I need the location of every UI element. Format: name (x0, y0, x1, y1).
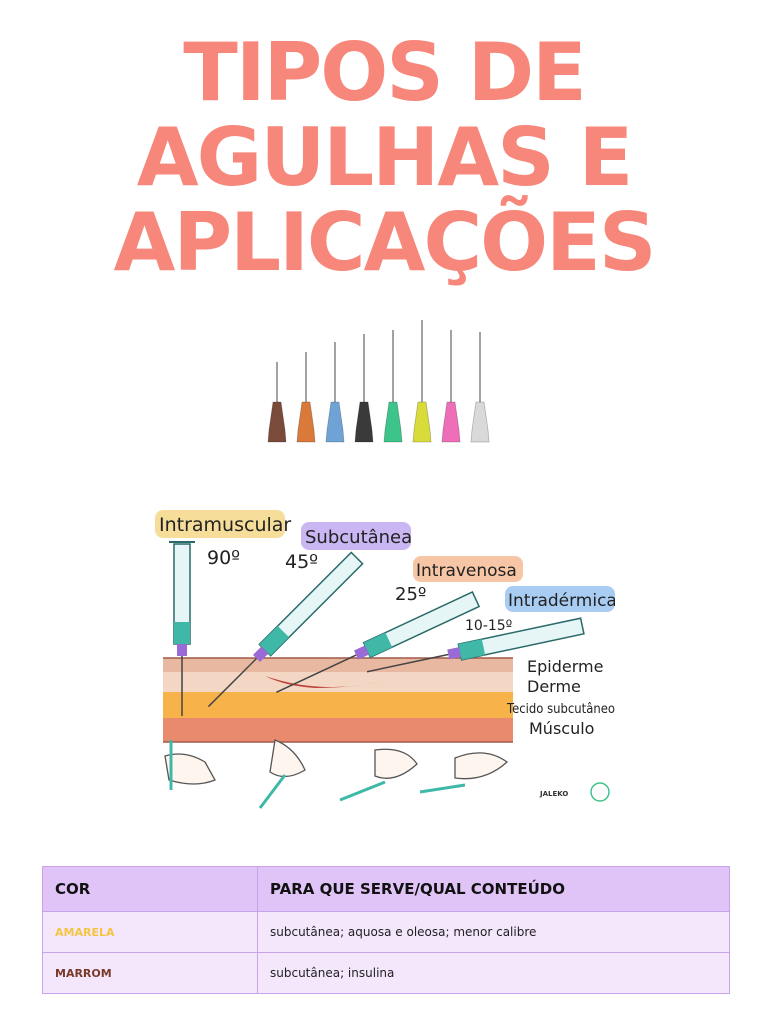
needle-hub (470, 401, 490, 443)
label-bg-subcutanea (301, 522, 411, 550)
table-header-row: COR PARA QUE SERVE/QUAL CONTEÚDO (42, 866, 730, 912)
title-line-3: APLICAÇÕES (113, 196, 657, 289)
use-cell: subcutânea; aquosa e oleosa; menor calib… (257, 911, 730, 953)
label-tecido: Tecido subcutâneo (506, 702, 615, 717)
epiderme-layer (163, 658, 513, 672)
needle-hub (267, 401, 287, 443)
label-epiderme: Epiderme (527, 657, 603, 676)
subcutaneo-layer (163, 692, 513, 718)
title-line-1: TIPOS DE (183, 26, 587, 119)
needles-illustration (267, 320, 490, 443)
hand-illustrations (164, 739, 509, 809)
label-intravenosa: Intravenosa (416, 561, 517, 581)
injection-diagram: Intramuscular 90º Subcutânea 45º Intrave… (155, 500, 615, 812)
logo-text: JALEKO (539, 790, 568, 798)
label-intramuscular: Intramuscular (159, 514, 291, 536)
derme-layer (163, 672, 513, 692)
label-angle-sc: 45º (285, 551, 318, 573)
needle-hub (383, 401, 403, 443)
needle-hub (441, 401, 461, 443)
color-name-cell: MARROM (42, 952, 258, 994)
musculo-layer (163, 718, 513, 742)
syringe-intramuscular (169, 541, 195, 716)
label-bg-intramuscular (155, 510, 285, 538)
needle-hub (325, 401, 345, 443)
color-name-cell: AMARELA (42, 911, 258, 953)
vein (265, 676, 385, 688)
table-row: MARROM subcutânea; insulina (42, 952, 730, 994)
needle-color-table: COR PARA QUE SERVE/QUAL CONTEÚDO AMARELA… (42, 866, 730, 994)
title-line-2: AGULHAS E (136, 111, 634, 204)
header-uso: PARA QUE SERVE/QUAL CONTEÚDO (257, 866, 730, 912)
needle-hub (354, 401, 374, 443)
label-intradermica: Intradérmica (508, 591, 615, 611)
label-musculo: Músculo (529, 719, 594, 738)
syringe-subcutanea (207, 551, 364, 708)
logo-icon (590, 782, 610, 802)
label-subcutanea: Subcutânea (305, 527, 412, 548)
label-angle-im: 90º (207, 547, 240, 569)
page-title: TIPOS DE AGULHAS E APLICAÇÕES (0, 30, 768, 285)
label-angle-id: 10-15º (465, 618, 512, 634)
label-bg-intradermica (505, 586, 615, 612)
label-bg-intravenosa (413, 556, 523, 582)
use-cell: subcutânea; insulina (257, 952, 730, 994)
syringe-intravenosa (276, 591, 481, 693)
table-row: AMARELA subcutânea; aquosa e oleosa; men… (42, 911, 730, 953)
needle-hub (296, 401, 316, 443)
syringe-intradermica (366, 617, 585, 673)
header-cor: COR (42, 866, 258, 912)
needle-hub (412, 401, 432, 443)
label-angle-iv: 25º (395, 584, 426, 605)
label-derme: Derme (527, 677, 581, 696)
